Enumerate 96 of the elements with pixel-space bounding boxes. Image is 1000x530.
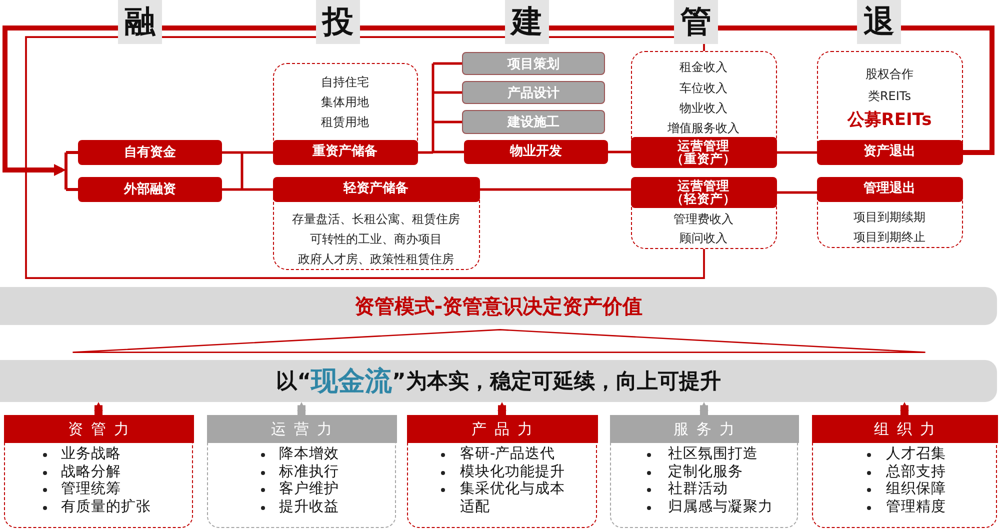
connector-line [222,151,242,154]
process-box: 资产退出 [816,140,962,164]
group-box [631,177,777,249]
connector-line [777,191,817,194]
connector-line [433,120,462,124]
stage-tile: 建 [505,0,549,44]
group-box [817,177,963,248]
item-text: 租金收入 [680,60,728,74]
triangle [72,329,926,353]
card-header: 产品力 [406,415,598,443]
process-box: 物业开发 [464,140,608,164]
task-box: 建设施工 [462,110,605,134]
item-text: 公募REITs [847,110,932,130]
bullet-text: 人才召集 [886,446,946,464]
group-box [273,63,418,165]
bullet-text: 定制化服务 [668,464,743,481]
up-arrow [94,402,103,415]
up-arrow [700,402,708,415]
process-box: 重资产储备 [272,140,418,164]
bullet-text: 社区氛围打造 [668,446,758,464]
capability-card [812,415,997,528]
capability-card [207,415,396,528]
group-box [631,51,777,168]
bullet-text: 归属感与凝聚力 [668,498,773,516]
card-header: 组织力 [812,415,998,443]
item-text: 增值服务收入 [668,120,740,134]
process-box: 外部融资 [78,177,222,202]
item-text: 自持住宅 [321,74,369,88]
up-arrow [498,402,506,415]
connector-line [66,188,78,191]
process-box: 自有资金 [78,140,222,165]
loop-line [25,36,705,279]
bullet-text: 标准执行 [279,464,339,480]
connector-line [777,151,817,154]
bullet-text: 降本增效 [279,446,339,464]
bullet-text: 管理精度 [886,498,946,516]
bullet-text: 集采优化与成本适配 [460,481,566,516]
bullet-text: 总部支持 [886,464,946,480]
connector-line [433,150,464,154]
group-box [817,51,963,165]
connector-line [608,150,631,154]
capability-card [610,415,798,528]
bracket-line [64,152,68,190]
bullet-text: 战略分解 [61,464,121,481]
item-text: 顾问收入 [680,230,728,244]
connector-line [480,188,631,191]
bullet-text: 有质量的扩张 [61,498,151,516]
bullet-text: 提升收益 [279,498,339,516]
item-text: 管理费收入 [674,212,734,226]
bullet-text: 客研-产品迭代 [460,446,556,464]
capability-card [407,415,597,528]
connector-line [66,151,78,154]
group-box [273,177,480,270]
bullet-text: 业务战略 [61,446,121,464]
task-box: 项目策划 [462,52,605,75]
item-text: 租赁用地 [321,114,369,128]
item-text: 存量盘活、长租公寓、租赁住房 [292,212,460,226]
process-box: 运营管理（轻资产） [630,176,776,208]
connector-line [433,62,462,65]
item-text: 类REITs [868,88,912,102]
stage-tile: 融 [118,0,162,44]
stage-tile: 管 [674,0,718,44]
up-arrow [900,402,909,415]
connector-line [418,151,433,154]
item-text: 车位收入 [680,80,728,94]
process-box: 轻资产储备 [272,176,480,202]
bullet-text: 管理统筹 [61,481,121,498]
card-header: 资管力 [4,415,194,443]
item-text: 项目到期终止 [854,230,926,244]
process-box: 管理退出 [816,176,962,202]
item-text: 股权合作 [866,66,914,80]
connector-line [433,91,462,94]
stage-tile: 退 [857,0,901,44]
card-header: 服务力 [610,415,798,443]
capability-card [4,415,193,528]
item-text: 集体用地 [321,94,369,108]
item-text: 项目到期续期 [854,210,926,224]
up-arrow [297,402,306,415]
item-text: 物业收入 [680,100,728,114]
card-header: 运营力 [206,415,396,443]
process-box: 运营管理（重资产） [630,136,776,168]
task-box: 产品设计 [462,81,605,104]
item-text: 政府人才房、政策性租赁住房 [298,252,454,266]
title-banner: 资管模式-资管意识决定资产价值 [0,287,997,325]
item-text: 可转性的工业、商办项目 [310,232,442,246]
connector-line [242,188,273,191]
connector-line [242,151,273,154]
stage-tile: 投 [316,0,360,44]
bullet-text: 模块化功能提升 [460,464,565,481]
bullet-text: 社群活动 [668,481,728,498]
bullet-text: 组织保障 [886,481,946,498]
connector-line [222,188,242,191]
bullet-text: 客户维护 [279,481,339,498]
slogan-banner: 以“现金流”为本实，稳定可延续，向上可提升 [0,360,997,402]
bracket-line [240,152,244,190]
bracket-line [432,64,434,152]
